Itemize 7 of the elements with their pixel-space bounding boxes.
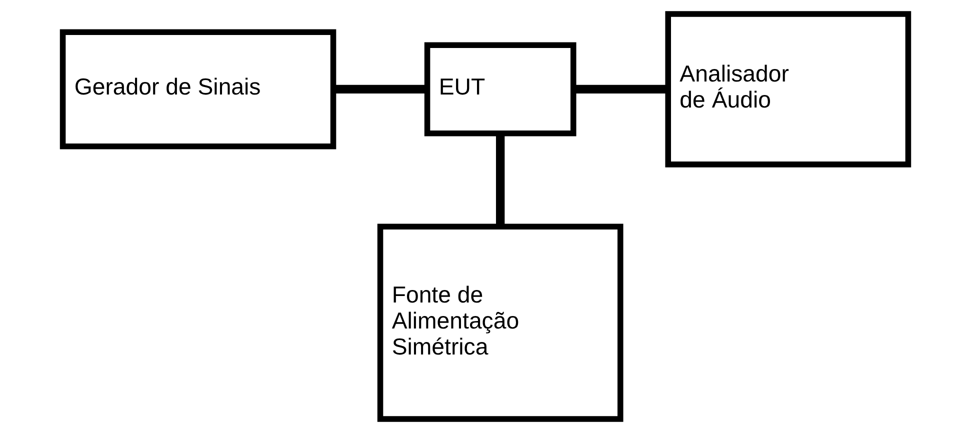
connector	[496, 134, 505, 226]
connector	[574, 84, 668, 94]
node-box: Fonte de Alimentação Simétrica	[377, 224, 624, 422]
node-box: EUT	[424, 42, 576, 136]
node-box: Gerador de Sinais	[60, 29, 336, 150]
node-box: Analisador de Áudio	[665, 11, 912, 168]
connector	[334, 84, 428, 94]
